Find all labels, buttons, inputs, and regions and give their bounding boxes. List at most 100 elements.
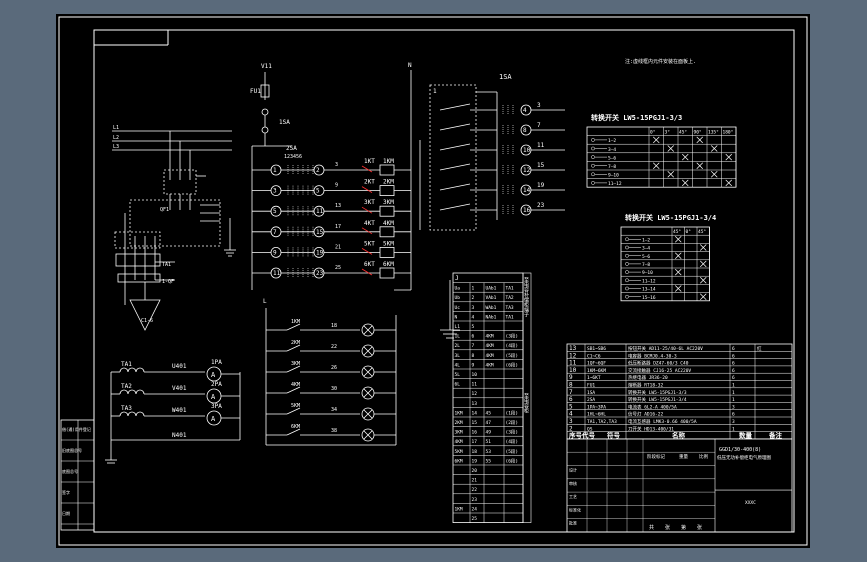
switch2-left-num: 11 — [273, 270, 281, 277]
bom-cell: 11 — [569, 360, 577, 367]
switch-table-header: 45° — [673, 229, 681, 235]
bom-cell: 熔断器 RT18-32 — [628, 382, 663, 389]
bom-header: 符号 — [607, 431, 621, 440]
bom-cell: 低压断路器 DZ47-60/3 C40 — [628, 360, 689, 367]
switch-table-row-label: 13—14 — [642, 287, 656, 293]
switch-table-2: 转换开关 LW5-15PGJ1-3/445°0°45°1—23—45—67—89… — [620, 213, 716, 302]
terminal-cell: 14 — [472, 410, 478, 416]
terminal-cell: 16 — [472, 430, 478, 436]
terminal-cell: 23 — [472, 497, 478, 503]
bom-cell: 1KM~6KM — [587, 368, 606, 374]
switch-table-header: 180° — [723, 130, 734, 136]
switch-right-box-label: 1 — [433, 88, 437, 95]
title-cell: 审核 — [569, 480, 577, 486]
bom-cell: 电流互感器 LMK3-0.66 400/5A — [628, 418, 697, 425]
switch-table-header: 135° — [708, 130, 719, 136]
switch-table-header: 3° — [665, 130, 671, 136]
bom-cell: 1~6KT — [587, 375, 601, 381]
bom-cell: 2 — [569, 425, 573, 432]
switch-table-title: 转换开关 LW5-15PGJ1-3/4 — [625, 213, 716, 222]
switch2-mid-num: 2 — [316, 167, 320, 174]
terminal-cell: 6KM — [455, 458, 463, 464]
ammeter-label: 3PA — [211, 403, 222, 410]
terminal-cell: (5段) — [506, 352, 519, 359]
switch-table-header: 45° — [679, 130, 687, 136]
contact-icon — [591, 146, 595, 151]
bom-cell: 7 — [569, 389, 573, 396]
lamp-wire-num: 34 — [331, 407, 337, 413]
ta-label: TA1 — [162, 262, 171, 268]
switch-table-row-label: 11—12 — [642, 278, 656, 284]
terminal-cell: Ua — [455, 286, 461, 292]
bom-cell: 6 — [732, 412, 735, 418]
bom-cell: 刀开关 HD13-400/31 — [628, 425, 674, 432]
terminal-cell: WAb1 — [486, 305, 497, 311]
switch2-mid-num: 23 — [316, 270, 324, 277]
terminal-cell: L1 — [455, 324, 461, 330]
switch-table-header: 45° — [698, 229, 706, 235]
terminal-cell: 1KM — [455, 506, 463, 512]
switch2-left-num: 1 — [273, 167, 277, 174]
switch-right-ring-num: 4 — [523, 107, 527, 114]
switch-table-1: 转换开关 LW5-15PGJ1-3/30°3°45°90°135°180°1—2… — [586, 113, 737, 188]
switch-right-ring-num: 16 — [523, 207, 531, 214]
bom-cell: QS — [587, 426, 593, 432]
terminal-cell: 2KM — [455, 420, 463, 426]
scale-label: 比例 — [699, 453, 708, 460]
contact-icon — [625, 286, 629, 291]
terminal-cell: NAb1 — [486, 314, 497, 320]
terminal-cell: 10 — [472, 372, 478, 378]
switch-table-row-label: 11—12 — [608, 181, 622, 187]
bom-header: 备注 — [768, 431, 783, 440]
coil-label: 1KM — [383, 158, 394, 165]
ammeter-label: 2PA — [211, 381, 222, 388]
bom-header: 序号代号 — [568, 431, 596, 440]
contact-icon — [625, 278, 629, 283]
sheet-outer-border — [58, 16, 808, 546]
left-strip-label: 日期 — [62, 510, 70, 516]
bom-cell: 9 — [569, 374, 573, 381]
drawing-code: GGD1/30-400(8) — [719, 447, 761, 453]
terminal-cell: 3L — [455, 353, 461, 359]
coil-label: 4KM — [383, 220, 394, 227]
terminal-cell: Ub — [455, 295, 461, 301]
terminal-cell: 6 — [472, 334, 475, 340]
terminal-cell: (3段) — [506, 333, 519, 340]
lamp-wire-num: 30 — [331, 386, 337, 392]
ground-symbol — [440, 280, 460, 339]
terminal-cell: 4KM — [486, 343, 494, 349]
weight-label: 重量 — [679, 453, 688, 460]
lamp-wire-num: 26 — [331, 365, 337, 371]
switch2-mid-num: 15 — [316, 229, 324, 236]
contact-icon — [625, 237, 629, 242]
switch-table-row-label: 5—6 — [642, 254, 650, 260]
switch-table-header: 0° — [650, 130, 656, 136]
switch-right-out-num: 7 — [537, 122, 541, 129]
bom-cell: 1SA — [587, 390, 595, 396]
terminal-cell: 47 — [486, 420, 492, 426]
coil-label: 6KM — [383, 261, 394, 268]
switch-table-row-label: 9—10 — [608, 173, 619, 179]
lamp-wire-num: 18 — [331, 323, 337, 329]
title-block — [566, 438, 793, 533]
power-section — [112, 130, 236, 331]
meter-wire-label: U401 — [172, 363, 187, 370]
bom-cell: TA1,TA2,TA3 — [587, 419, 617, 425]
terminal-cell: 15 — [472, 420, 478, 426]
left-strip-label: 底图总号 — [62, 468, 78, 474]
switch-right-out-num: 23 — [537, 202, 545, 209]
terminal-cell: 1KM — [455, 410, 463, 416]
terminal-cell: (3段) — [506, 429, 519, 436]
title-cell: 标准化 — [569, 506, 581, 512]
switch2-wire-num: 21 — [335, 244, 341, 250]
meter-wire-label: V401 — [172, 385, 187, 392]
sheet-inner-border — [93, 29, 795, 533]
terminal-side-label-top: 至电容补偿柜端子 — [523, 277, 529, 317]
switch2-label: 2SA — [286, 145, 297, 152]
bom-cell: 按钮开关 AD11-25/40-6L AC220V — [628, 345, 703, 352]
coil-label: 5KM — [383, 240, 394, 247]
